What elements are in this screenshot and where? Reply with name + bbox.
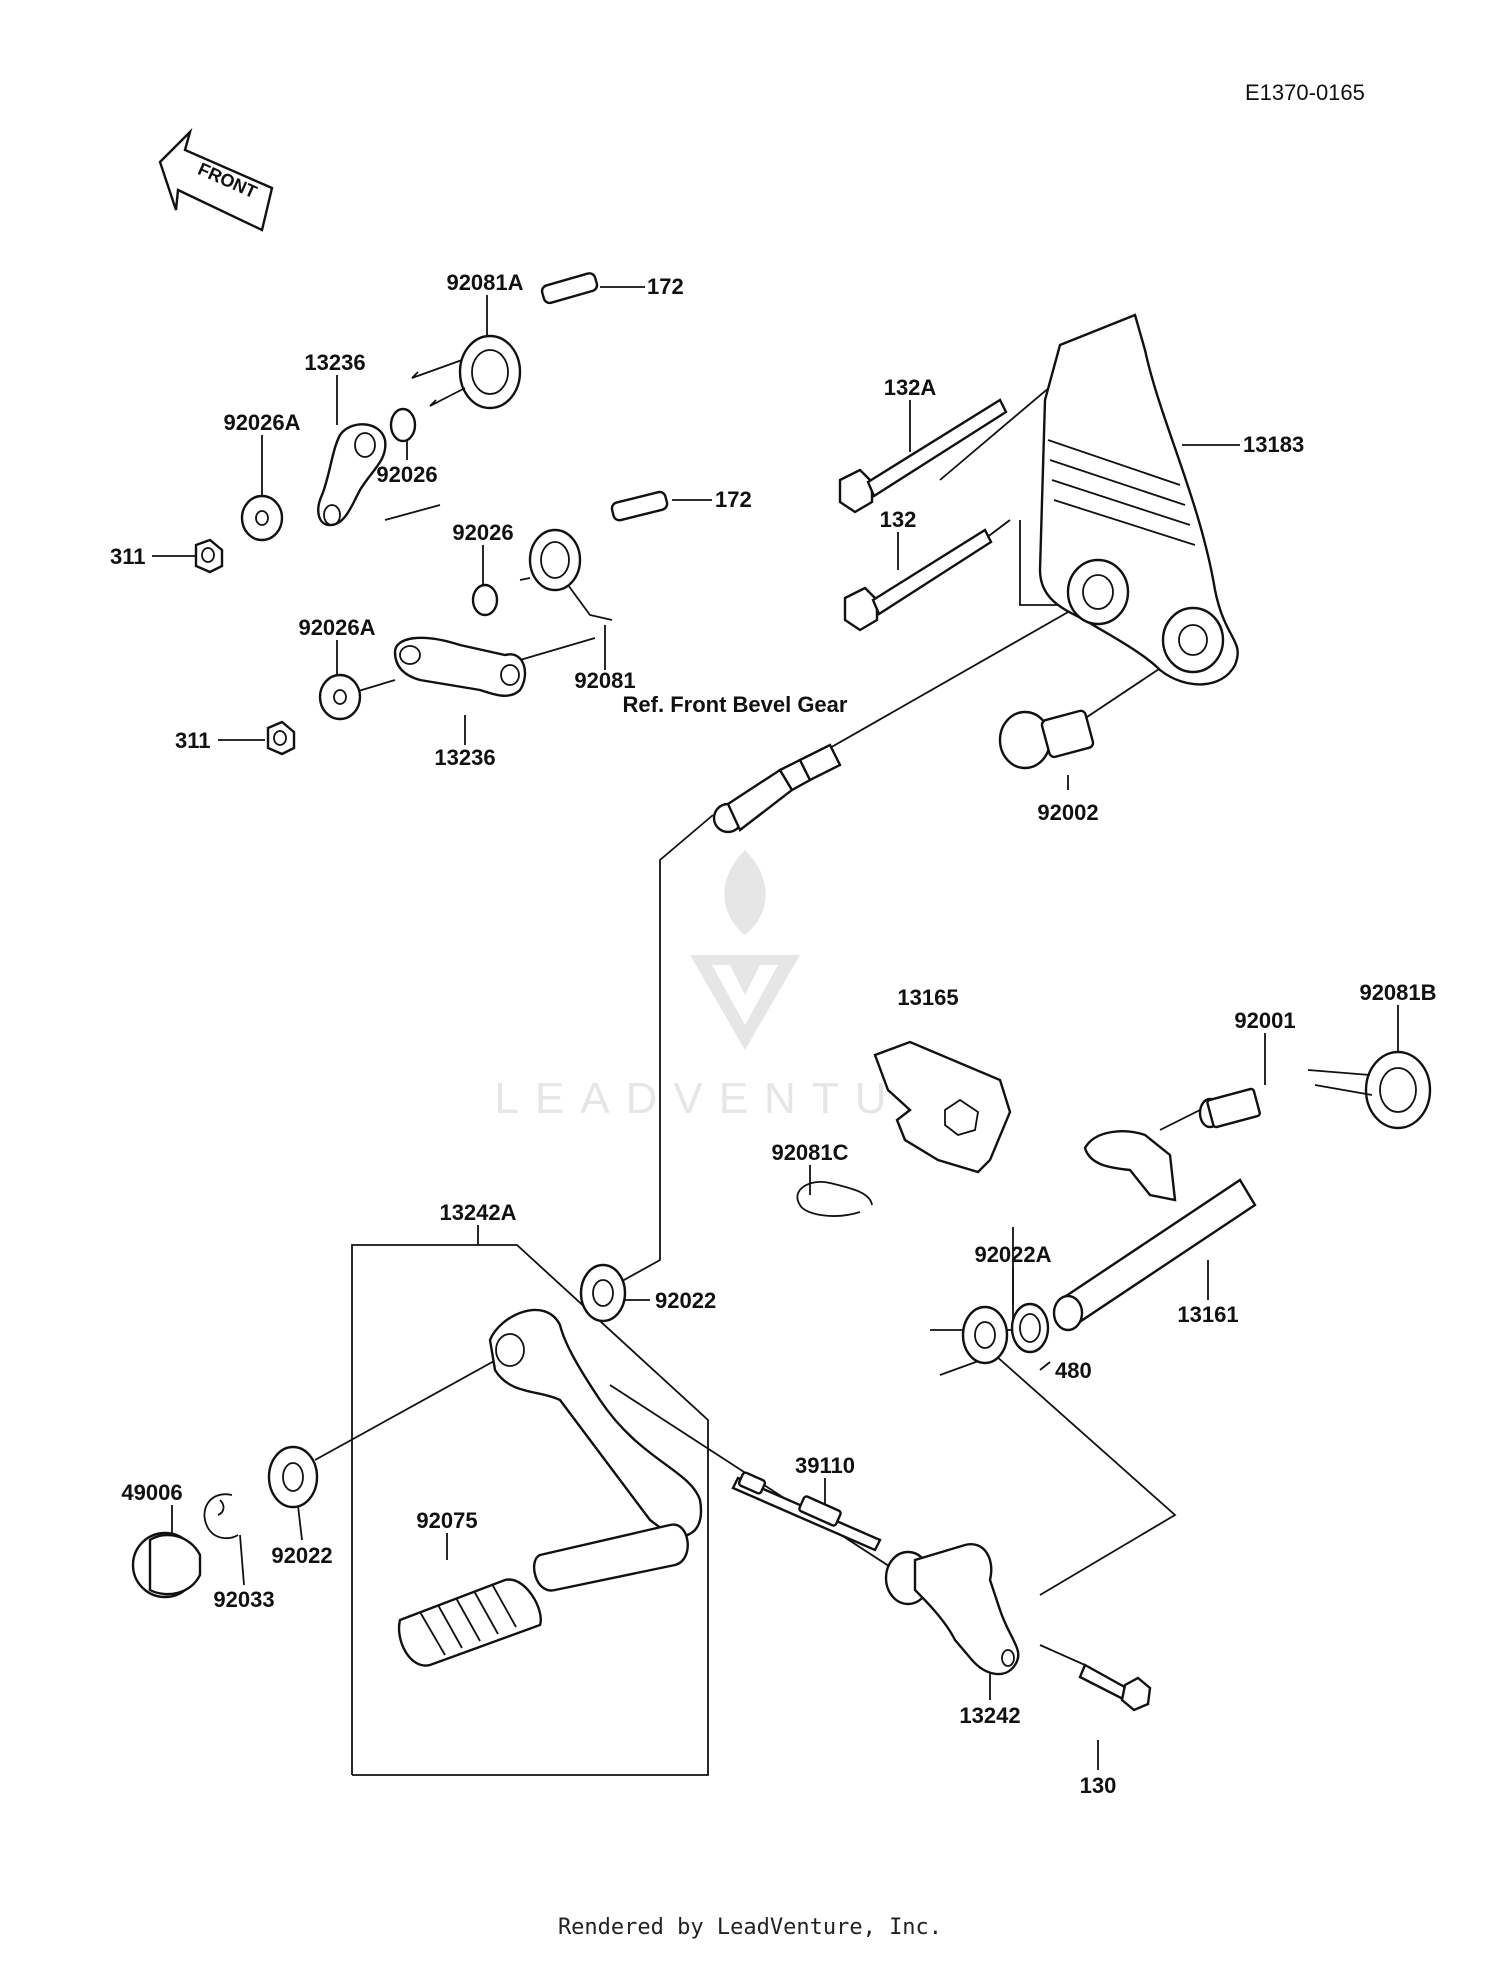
- callout-311-top: 311: [110, 544, 146, 569]
- callout-labels: 92081A 172 13236 92026A 92026 311 92026 …: [110, 270, 1437, 1798]
- callout-132: 132: [880, 507, 917, 532]
- callout-92001: 92001: [1234, 1008, 1295, 1033]
- callout-130: 130: [1080, 1773, 1117, 1798]
- bracket-13183-upper-boss: [1066, 558, 1130, 626]
- bracket-13183-lower-boss: [1161, 606, 1225, 674]
- callout-13236-mid: 13236: [434, 745, 495, 770]
- plug-92002: [998, 709, 1095, 770]
- washer-92026-top: [389, 407, 417, 443]
- bolt-130: [1078, 1663, 1152, 1712]
- callout-92026A-top: 92026A: [223, 410, 300, 435]
- pin-172-top: [540, 272, 599, 305]
- callout-92026-top: 92026: [376, 462, 437, 487]
- callout-132A: 132A: [884, 375, 937, 400]
- bolt-132A: [838, 398, 1008, 514]
- ring-480: [1010, 1302, 1050, 1354]
- washer-92022-bottom: [267, 1445, 319, 1509]
- callout-92081A-top: 92081A: [446, 270, 523, 295]
- assembly-bracket-13242A: [351, 1244, 709, 1776]
- lever-13236-mid: [393, 636, 527, 697]
- watermark-v-icon: [690, 955, 800, 1050]
- spring-92081B: [1307, 1050, 1432, 1130]
- clip-92081C: [796, 1180, 873, 1217]
- pin-172-mid: [610, 490, 669, 522]
- pedal-rubber-92075: [397, 1578, 542, 1667]
- washer-92022A: [961, 1305, 1009, 1365]
- bolt-132: [843, 528, 993, 632]
- watermark-flame-icon: [724, 850, 766, 935]
- washer-92022-top: [579, 1263, 627, 1323]
- callout-92026-mid: 92026: [452, 520, 513, 545]
- callout-13165: 13165: [897, 985, 958, 1010]
- callout-311-mid: 311: [175, 728, 211, 753]
- callout-92081-mid: 92081: [574, 668, 635, 693]
- callout-172-top: 172: [647, 274, 684, 299]
- diagram-code: E1370-0165: [1245, 80, 1365, 105]
- plate-13165: [873, 1040, 1012, 1174]
- shaft-13161: [1052, 1130, 1257, 1332]
- pedal-pivot-hole: [495, 1333, 525, 1367]
- reference-note: Ref. Front Bevel Gear: [623, 692, 848, 717]
- washer-92026A-mid: [318, 673, 362, 721]
- callout-13236-top: 13236: [304, 350, 365, 375]
- callout-13161: 13161: [1177, 1302, 1238, 1327]
- callout-39110: 39110: [795, 1453, 855, 1478]
- footer-credit: Rendered by LeadVenture, Inc.: [557, 1915, 943, 1940]
- pedal-peg: [532, 1523, 689, 1592]
- circlip-92033: [203, 1493, 239, 1540]
- bracket-13183-ribs: [1047, 439, 1196, 546]
- callout-92081C: 92081C: [771, 1140, 848, 1165]
- callout-92026A-mid: 92026A: [298, 615, 375, 640]
- washer-92026-mid: [471, 583, 499, 617]
- callout-92033: 92033: [213, 1587, 274, 1612]
- part-shapes: [131, 272, 1432, 1712]
- callout-480: 480: [1055, 1358, 1092, 1383]
- callout-92002: 92002: [1037, 800, 1098, 825]
- bevel-gear-shaft: [712, 743, 842, 834]
- callout-172-mid: 172: [715, 487, 752, 512]
- callout-13242A: 13242A: [439, 1200, 516, 1225]
- nut-311-mid: [266, 720, 296, 756]
- front-arrow-icon: [158, 127, 274, 232]
- bolt-92001: [1198, 1087, 1261, 1129]
- lever-13236-top: [317, 423, 387, 527]
- spring-92081A: [411, 334, 522, 410]
- callout-92081B: 92081B: [1359, 980, 1436, 1005]
- callout-49006: 49006: [121, 1480, 182, 1505]
- washer-92026A-top: [240, 494, 284, 542]
- callout-92022A: 92022A: [974, 1242, 1051, 1267]
- callout-92075: 92075: [416, 1508, 477, 1533]
- callout-92022-top: 92022: [655, 1288, 716, 1313]
- spring-92081-mid: [528, 528, 613, 621]
- nut-311-top: [194, 538, 224, 574]
- pedal-lever-13242A: [488, 1308, 703, 1538]
- callout-13242: 13242: [959, 1703, 1020, 1728]
- callout-92022-bottom: 92022: [271, 1543, 332, 1568]
- cap-49006: [131, 1531, 202, 1599]
- front-direction-badge: FRONT: [158, 127, 274, 232]
- rod-end-13242: [884, 1543, 1020, 1676]
- callout-13183: 13183: [1243, 432, 1304, 457]
- tie-rod-39110: [731, 1471, 882, 1552]
